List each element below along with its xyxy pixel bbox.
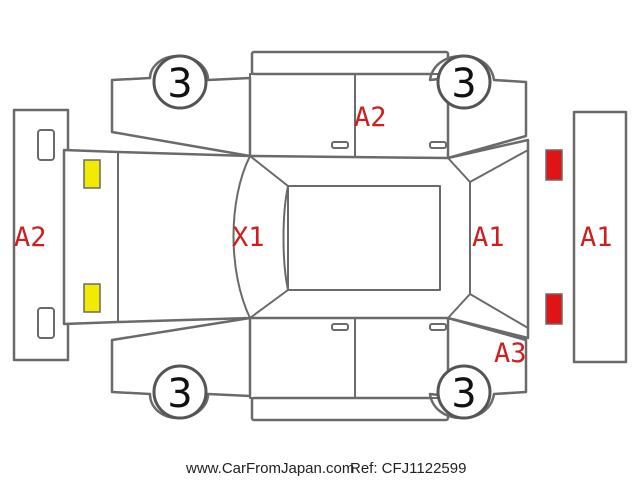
damage-label-roof: X1 [232, 222, 265, 253]
trunk-lid [469, 149, 529, 329]
damage-label-rear-window: A1 [472, 222, 505, 253]
footer-ref: Ref: CFJ1122599 [350, 460, 466, 477]
windshield [232, 155, 289, 319]
svg-text:3: 3 [167, 371, 192, 417]
taillight-marker-top [545, 149, 563, 181]
roof [287, 185, 441, 291]
tire-rear-left: 3 [436, 54, 492, 110]
damage-label-left-side-doors: A2 [354, 102, 387, 133]
headlight-marker-bottom [83, 283, 101, 313]
svg-text:3: 3 [451, 61, 476, 107]
svg-text:3: 3 [451, 371, 476, 417]
tire-front-right: 3 [152, 364, 208, 420]
car-body-top-view [62, 138, 530, 340]
front-bumper [12, 108, 70, 362]
headlight-marker-top [83, 159, 101, 189]
rear-window [447, 157, 471, 319]
footer-site: www.CarFromJapan.com [185, 460, 354, 477]
tire-front-left: 3 [152, 54, 208, 110]
damage-label-front-bumper: A2 [14, 222, 47, 253]
taillight-marker-bottom [545, 293, 563, 325]
tire-rear-right: 3 [436, 364, 492, 420]
svg-text:3: 3 [167, 61, 192, 107]
damage-label-rear-right-quarter: A3 [494, 338, 527, 369]
rear-bumper [572, 110, 628, 364]
damage-label-rear-bumper: A1 [580, 222, 613, 253]
